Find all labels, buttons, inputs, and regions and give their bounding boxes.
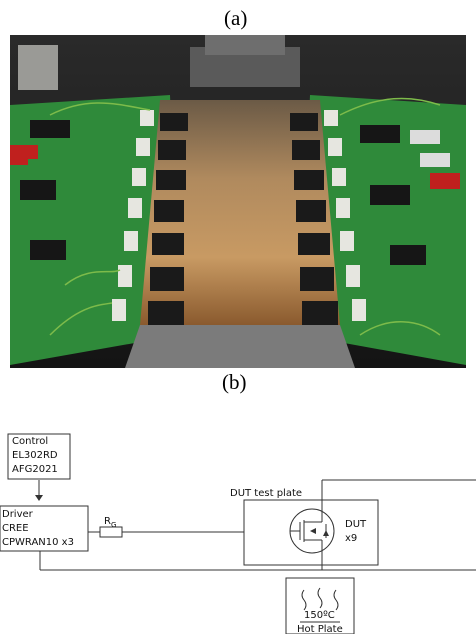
test-plate-box [243,499,379,566]
driver-line-3: CPWRAN10 x3 [2,537,74,548]
resistor-label: RG [104,516,116,529]
control-line-3: AFG2021 [12,464,58,475]
control-box [7,433,71,480]
hot-plate-temperature: 150ºC [304,610,335,621]
panel-b-label: (b) [222,370,247,394]
test-plate-title: DUT test plate [230,488,302,499]
hot-plate-box [285,577,355,634]
control-line-2: EL302RD [12,450,58,461]
panel-a-label: (a) [224,6,248,30]
circuit-diagram: Control EL302RD AFG2021 Driver CREE CPWR… [0,433,476,634]
gate-resistor [99,526,123,538]
arrow-head [35,495,43,501]
dut-label: DUT [345,519,367,530]
dut-count: x9 [345,533,357,544]
pcb-photo [10,35,466,368]
control-line-1: Control [12,436,48,447]
driver-line-1: Driver [2,509,34,520]
driver-box [0,505,89,552]
copper-plate [140,100,340,325]
hot-plate-label: Hot Plate [297,624,343,634]
driver-line-2: CREE [2,523,29,534]
left-pcb [10,95,180,365]
